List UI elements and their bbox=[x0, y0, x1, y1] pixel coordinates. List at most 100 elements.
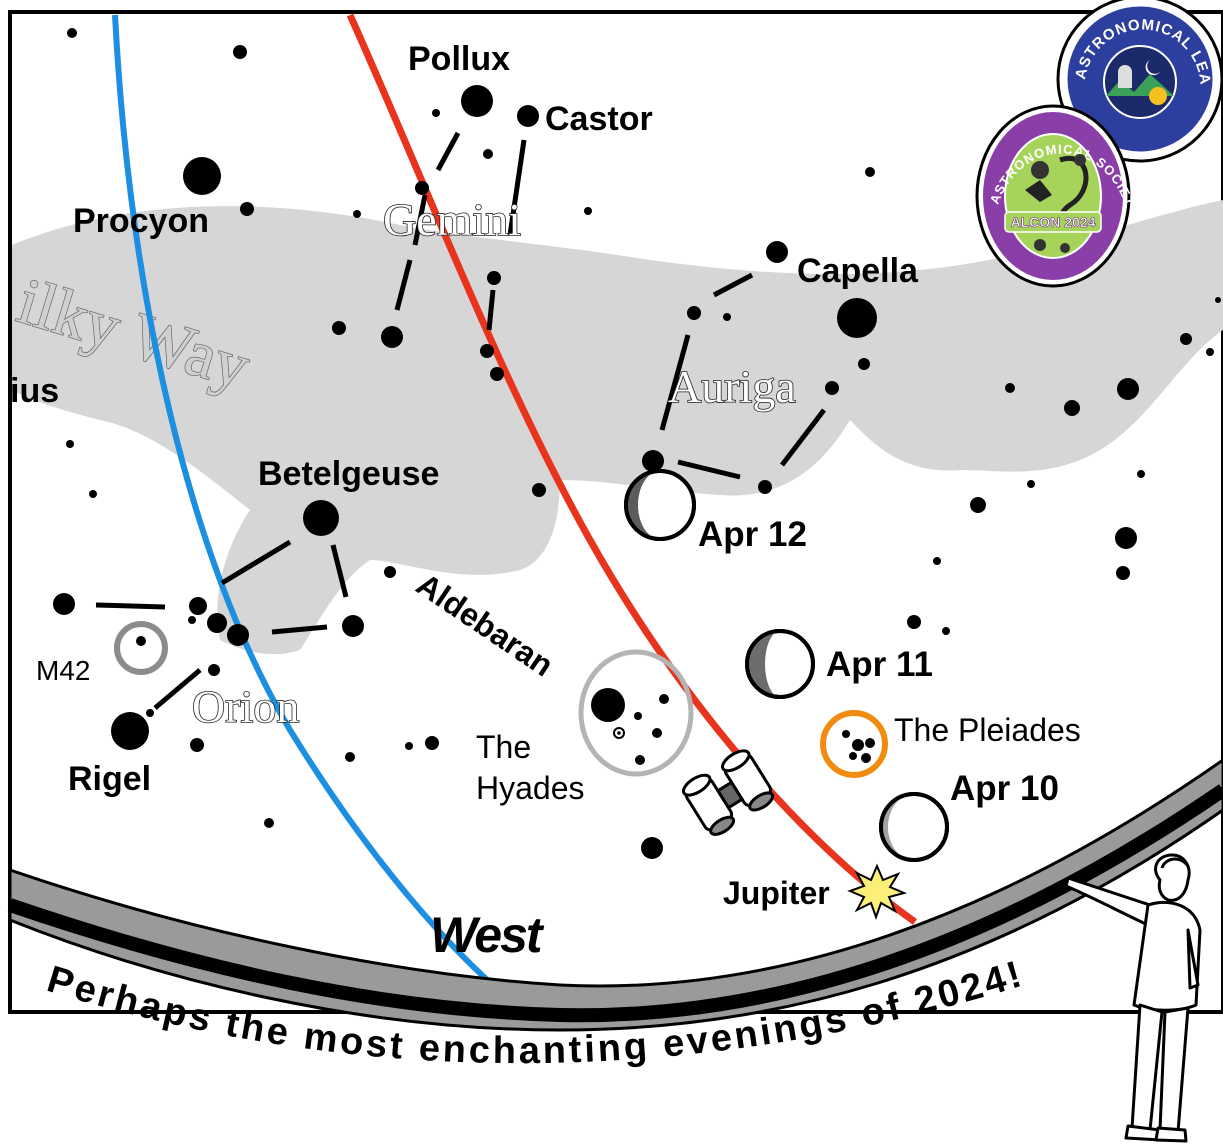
star bbox=[1180, 333, 1192, 345]
star bbox=[907, 615, 921, 629]
label-pollux: Pollux bbox=[408, 40, 510, 78]
star bbox=[1116, 566, 1130, 580]
star bbox=[384, 566, 396, 578]
binoculars-icon bbox=[681, 749, 775, 836]
label-orion: Orion bbox=[192, 681, 299, 732]
star bbox=[353, 210, 361, 218]
star bbox=[942, 627, 950, 635]
moon-apr12 bbox=[624, 469, 696, 541]
star bbox=[865, 167, 875, 177]
label-rigel: Rigel bbox=[68, 760, 151, 798]
star bbox=[970, 497, 986, 513]
m42-marker bbox=[114, 621, 168, 675]
star-betelgeuse bbox=[303, 500, 339, 536]
jupiter-icon bbox=[847, 863, 908, 920]
gemini-lines bbox=[394, 131, 527, 331]
label-apr11: Apr 11 bbox=[826, 645, 933, 684]
star bbox=[635, 755, 645, 765]
star bbox=[1117, 378, 1139, 400]
label-apr10: Apr 10 bbox=[950, 769, 1059, 808]
horizon-ground bbox=[8, 758, 1223, 1032]
star bbox=[1137, 470, 1145, 478]
star bbox=[207, 613, 227, 633]
label-capella: Capella bbox=[797, 252, 919, 290]
label-gemini: Gemini bbox=[383, 194, 521, 245]
star bbox=[766, 241, 788, 263]
star bbox=[227, 624, 249, 646]
star bbox=[532, 483, 546, 497]
star bbox=[264, 818, 274, 828]
star bbox=[240, 202, 254, 216]
star bbox=[1206, 348, 1214, 356]
star bbox=[825, 381, 839, 395]
star bbox=[190, 738, 204, 752]
star bbox=[1064, 400, 1080, 416]
horizon-edge bbox=[7, 784, 1223, 1023]
star-procyon bbox=[183, 157, 221, 195]
star bbox=[641, 837, 663, 859]
star bbox=[342, 615, 364, 637]
star bbox=[425, 736, 439, 750]
star bbox=[1005, 383, 1015, 393]
star bbox=[758, 480, 772, 494]
label-jupiter: Jupiter bbox=[723, 875, 830, 911]
auriga-lines bbox=[659, 272, 826, 480]
label-pleiades: The Pleiades bbox=[894, 712, 1081, 748]
star-aldebaran bbox=[591, 688, 625, 722]
label-castor: Castor bbox=[545, 100, 653, 138]
star bbox=[490, 367, 504, 381]
observer-figure bbox=[1064, 853, 1202, 1143]
label-m42: M42 bbox=[36, 655, 90, 686]
label-apr12: Apr 12 bbox=[698, 515, 807, 554]
moon-apr11 bbox=[745, 629, 815, 699]
orion-lines bbox=[95, 539, 349, 710]
star bbox=[858, 358, 870, 370]
star-capella bbox=[837, 298, 877, 338]
star bbox=[89, 490, 97, 498]
star bbox=[381, 326, 403, 348]
star bbox=[487, 271, 501, 285]
star bbox=[415, 181, 429, 195]
star bbox=[933, 557, 941, 565]
star bbox=[332, 321, 346, 335]
star bbox=[634, 712, 642, 720]
star bbox=[233, 45, 247, 59]
ecliptic-line bbox=[346, 13, 918, 925]
pleiades-marker bbox=[820, 710, 888, 778]
star bbox=[1115, 527, 1137, 549]
label-hyades-line2: Hyades bbox=[476, 770, 585, 806]
star bbox=[189, 597, 207, 615]
star bbox=[67, 28, 77, 38]
label-hyades-line1: The bbox=[476, 729, 531, 765]
star bbox=[1215, 297, 1221, 303]
alcon-logo-text: ALCON 2024 bbox=[1011, 214, 1096, 230]
star-castor bbox=[517, 105, 539, 127]
milky-way-band bbox=[12, 200, 1223, 655]
star bbox=[1027, 480, 1035, 488]
star bbox=[66, 440, 74, 448]
star bbox=[483, 149, 493, 159]
stars bbox=[53, 28, 1221, 859]
star bbox=[188, 616, 196, 624]
label-procyon: Procyon bbox=[73, 202, 209, 240]
star bbox=[432, 109, 440, 117]
celestial-equator-line bbox=[112, 14, 512, 1003]
label-sirius-fragment: ius bbox=[10, 372, 59, 410]
star bbox=[480, 344, 494, 358]
star bbox=[405, 742, 413, 750]
star bbox=[53, 593, 75, 615]
moon-apr10 bbox=[879, 792, 949, 862]
hyades-marker bbox=[578, 649, 694, 777]
star bbox=[146, 709, 154, 717]
star-pollux bbox=[461, 85, 493, 117]
star bbox=[584, 207, 592, 215]
star-rigel bbox=[111, 712, 149, 750]
star bbox=[723, 313, 731, 321]
star bbox=[208, 664, 220, 676]
star bbox=[659, 694, 669, 704]
horizon-label: West bbox=[430, 907, 545, 963]
star bbox=[345, 752, 355, 762]
label-betelgeuse: Betelgeuse bbox=[258, 455, 439, 493]
star bbox=[642, 450, 664, 472]
